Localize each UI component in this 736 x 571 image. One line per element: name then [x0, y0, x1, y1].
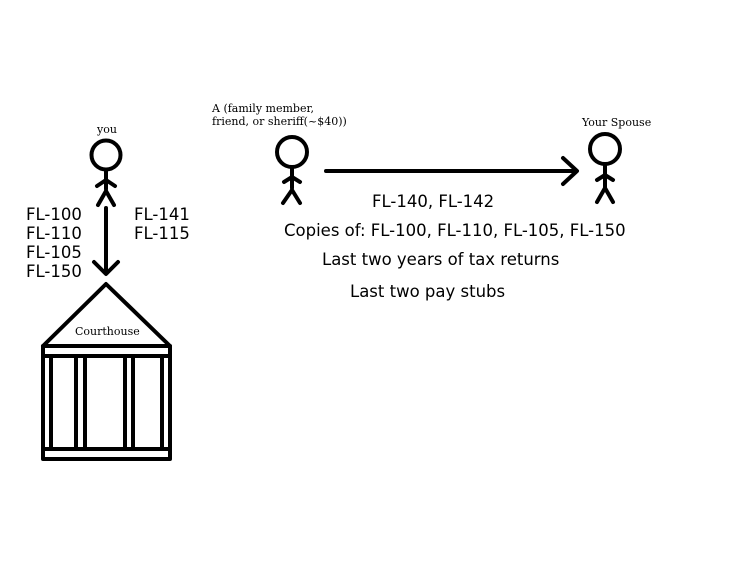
messenger-label-line-2: friend, or sheriff(~$40)) — [212, 115, 347, 128]
court-form-fl-115: FL-115 — [134, 224, 190, 243]
court-form-fl-150: FL-150 — [26, 262, 82, 281]
served-copies: Copies of: FL-100, FL-110, FL-105, FL-15… — [284, 221, 626, 240]
messenger-stick-figure — [275, 135, 309, 205]
you-stick-figure — [89, 138, 123, 207]
you-label: you — [97, 123, 117, 136]
court-form-fl-105: FL-105 — [26, 243, 82, 262]
spouse-label: Your Spouse — [582, 116, 652, 129]
arrow-to-courthouse — [92, 206, 120, 276]
courthouse-label: Courthouse — [75, 325, 140, 338]
courthouse-building — [41, 282, 172, 461]
arrow-to-spouse — [324, 156, 579, 186]
court-form-fl-100: FL-100 — [26, 205, 82, 224]
court-form-fl-141: FL-141 — [134, 205, 190, 224]
court-form-fl-110: FL-110 — [26, 224, 82, 243]
served-tax-returns: Last two years of tax returns — [322, 250, 560, 269]
served-pay-stubs: Last two pay stubs — [350, 282, 506, 301]
messenger-label-line-1: A (family member, — [212, 102, 315, 115]
served-forms: FL-140, FL-142 — [372, 192, 495, 211]
spouse-stick-figure — [588, 132, 622, 204]
